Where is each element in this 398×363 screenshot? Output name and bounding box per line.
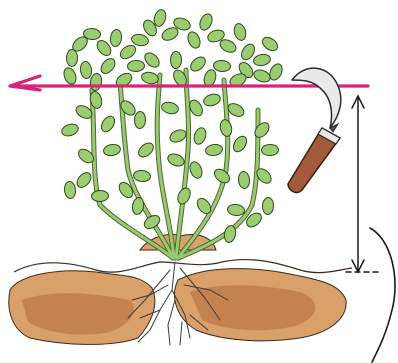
leaf [213,60,231,72]
leaf [133,170,151,183]
leaf [109,29,122,47]
leaf [131,197,145,216]
leaf [170,51,181,68]
leaf [136,140,156,159]
leaf [166,152,186,169]
leaf [160,101,179,116]
leaf [118,43,138,62]
leaf [219,118,234,137]
leaf [188,54,208,74]
leaf [175,186,192,206]
leaf [89,73,103,92]
leaf [231,134,250,154]
height-arrow-icon [346,96,395,362]
leaf [186,30,203,50]
leaf [198,12,215,32]
leaf [232,22,247,41]
leaf [260,35,280,54]
leaf [238,171,250,189]
leaf [252,120,272,140]
leaf [253,53,272,67]
leaf [103,143,122,157]
leaf [168,127,188,144]
left-arrow-icon [10,76,40,90]
leaf [188,160,204,180]
leaf [212,166,232,185]
leaf [80,61,93,79]
leaf [252,68,272,84]
leaf [227,204,245,217]
leaf [261,144,278,155]
leaf [60,122,80,138]
leaf [64,181,77,199]
leaf [202,92,221,107]
leaf [131,33,150,47]
leaf [127,60,145,72]
leaf [99,114,117,134]
leaf [205,143,224,157]
leaf [140,71,159,86]
leaf [134,111,146,128]
leaf [67,50,78,67]
leaf [142,50,162,70]
leaf [74,170,93,190]
leaf [98,56,117,76]
leaf [62,66,79,86]
leaf [192,126,208,146]
leaf [91,190,108,202]
leaf [262,197,274,215]
